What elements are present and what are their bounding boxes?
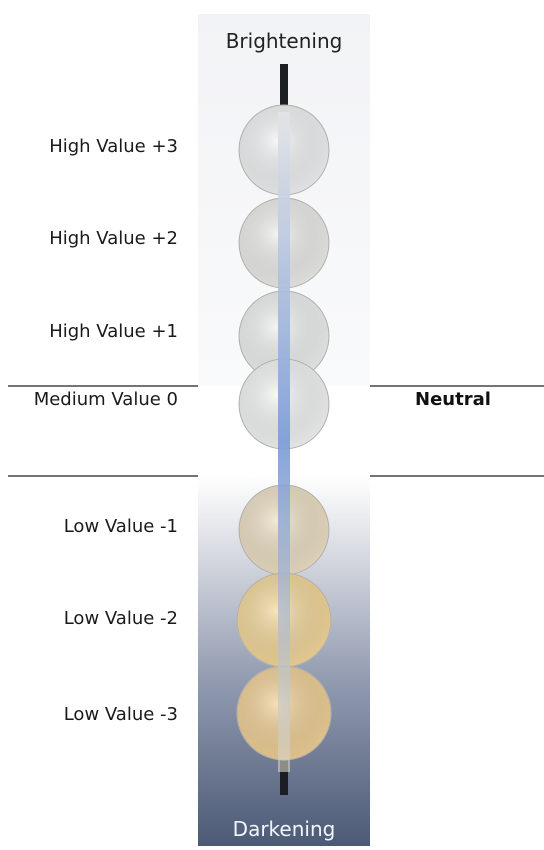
step-label-low-3: Low Value -3 [63,704,178,725]
step-label-high-2: High Value +2 [49,228,178,249]
step-label-low-2: Low Value -2 [63,608,178,629]
darkening-label: Darkening [232,817,336,841]
neutral-label: Neutral [415,389,491,410]
brightening-label: Brightening [225,29,343,53]
step-label-high-3: High Value +3 [49,136,178,157]
rod-top [280,64,288,122]
step-label-medium-0: Medium Value 0 [33,389,178,410]
step-label-low-1: Low Value -1 [63,516,178,537]
rod-bottom [280,755,288,795]
center-strip [278,112,290,772]
step-label-high-1: High Value +1 [49,321,178,342]
